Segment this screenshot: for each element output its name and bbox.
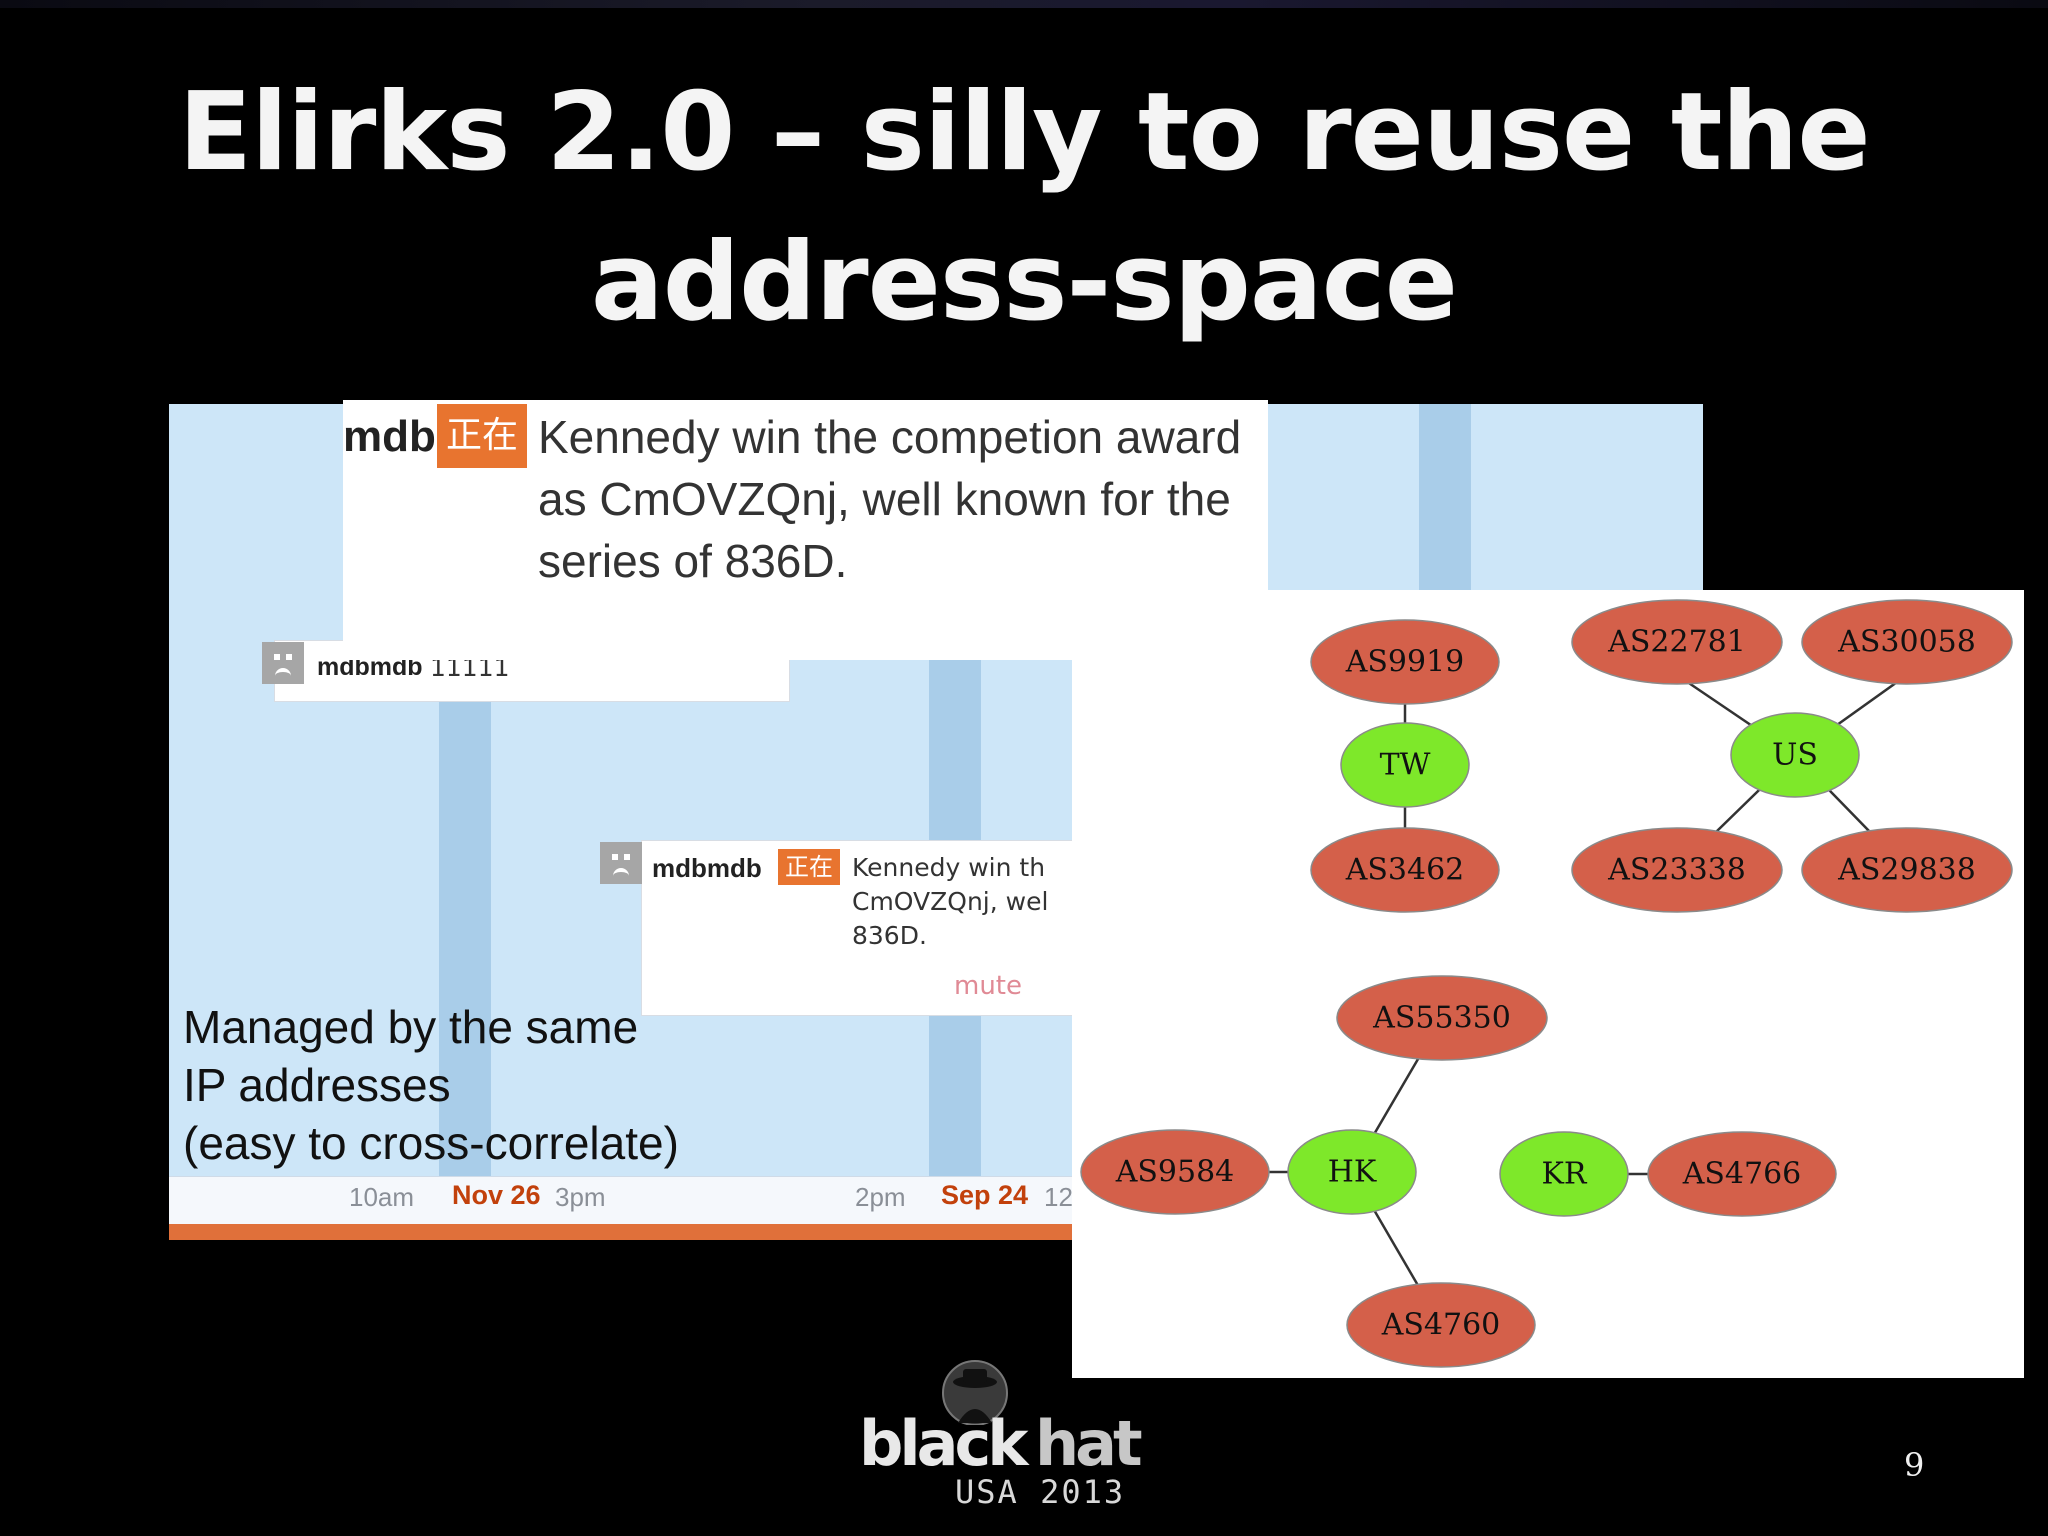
caption-line: IP addresses <box>183 1059 451 1111</box>
axis-tick: 10am <box>349 1182 415 1212</box>
title-line-1: Elirks 2.0 – silly to reuse the <box>178 70 1870 195</box>
as22781-node <box>1571 599 1783 685</box>
caption-line: Managed by the same <box>183 1001 639 1053</box>
top-decor-strip <box>0 0 2048 8</box>
node-label: AS9584 <box>1115 1155 1235 1190</box>
as30058-node <box>1801 599 2013 685</box>
logo-subtitle: USA 2013 <box>955 1473 1126 1511</box>
timeline-column <box>439 654 491 1176</box>
as-graph-svg: AS9919 AS3462 TW AS22781 AS30058 US AS23… <box>1080 599 2013 1368</box>
blackhat-logo: black hat USA 2013 <box>855 1355 1195 1511</box>
node-label: AS30058 <box>1837 625 1976 660</box>
post-line: CmOVZQnj, wel <box>852 887 1049 916</box>
as23338-node <box>1571 827 1783 913</box>
as4766-node <box>1647 1131 1837 1217</box>
node-label: TW <box>1380 748 1431 783</box>
node-label: KR <box>1542 1157 1588 1192</box>
node-label: AS4766 <box>1682 1157 1802 1192</box>
us-node <box>1730 712 1860 798</box>
title-line-2: address-space <box>590 220 1458 345</box>
logo-word-black: black <box>859 1407 1028 1480</box>
node-label: AS4760 <box>1381 1308 1501 1343</box>
hat-figure-icon <box>942 1360 1008 1425</box>
kr-node <box>1499 1131 1629 1217</box>
status-badge: 正在 <box>778 849 840 885</box>
axis-tick: 12 <box>1044 1182 1073 1212</box>
node-label: HK <box>1328 1155 1377 1190</box>
mute-link[interactable]: mute <box>954 971 1022 1001</box>
hk-node <box>1287 1129 1417 1215</box>
avatar <box>262 642 304 684</box>
node-label: AS55350 <box>1372 1001 1511 1036</box>
axis-tick: 3pm <box>555 1182 606 1212</box>
post-line: Kennedy win th <box>852 853 1046 882</box>
node-label: AS9919 <box>1345 645 1465 680</box>
node-label: AS22781 <box>1607 625 1746 660</box>
node-label: AS3462 <box>1345 853 1465 888</box>
as-graph: AS9919 AS3462 TW AS22781 AS30058 US AS23… <box>1072 590 2024 1378</box>
logo-word-hat: hat <box>1035 1407 1143 1480</box>
post-line: 836D. <box>852 921 927 950</box>
axis-date: Nov 26 <box>452 1180 541 1210</box>
as4760-node <box>1346 1282 1536 1368</box>
as3462-node <box>1310 827 1500 913</box>
avatar <box>600 842 642 884</box>
post-text: Kennedy win th CmOVZQnj, wel 836D. <box>852 851 1048 953</box>
node-label: AS23338 <box>1607 853 1746 888</box>
slide-title: Elirks 2.0 – silly to reuse the address-… <box>0 58 2048 358</box>
as29838-node <box>1801 827 2013 913</box>
as55350-node <box>1336 975 1548 1061</box>
post-text: Kennedy win the competion award as CmOVZ… <box>538 411 1242 587</box>
axis-tick: 2pm <box>855 1182 906 1212</box>
as9584-node <box>1080 1129 1270 1215</box>
page-number: 9 <box>1904 1446 1925 1484</box>
post-username[interactable]: mdb <box>343 412 436 461</box>
caption-text: Managed by the same IP addresses (easy t… <box>183 998 679 1172</box>
axis-date: Sep 24 <box>941 1180 1029 1210</box>
status-badge: 正在 <box>437 404 527 468</box>
post-username[interactable]: mdbmdb <box>652 853 762 883</box>
node-label: AS29838 <box>1837 853 1976 888</box>
caption-line: (easy to cross-correlate) <box>183 1117 679 1169</box>
tw-node <box>1340 722 1470 808</box>
node-label: US <box>1772 738 1818 773</box>
as9919-node <box>1310 619 1500 705</box>
